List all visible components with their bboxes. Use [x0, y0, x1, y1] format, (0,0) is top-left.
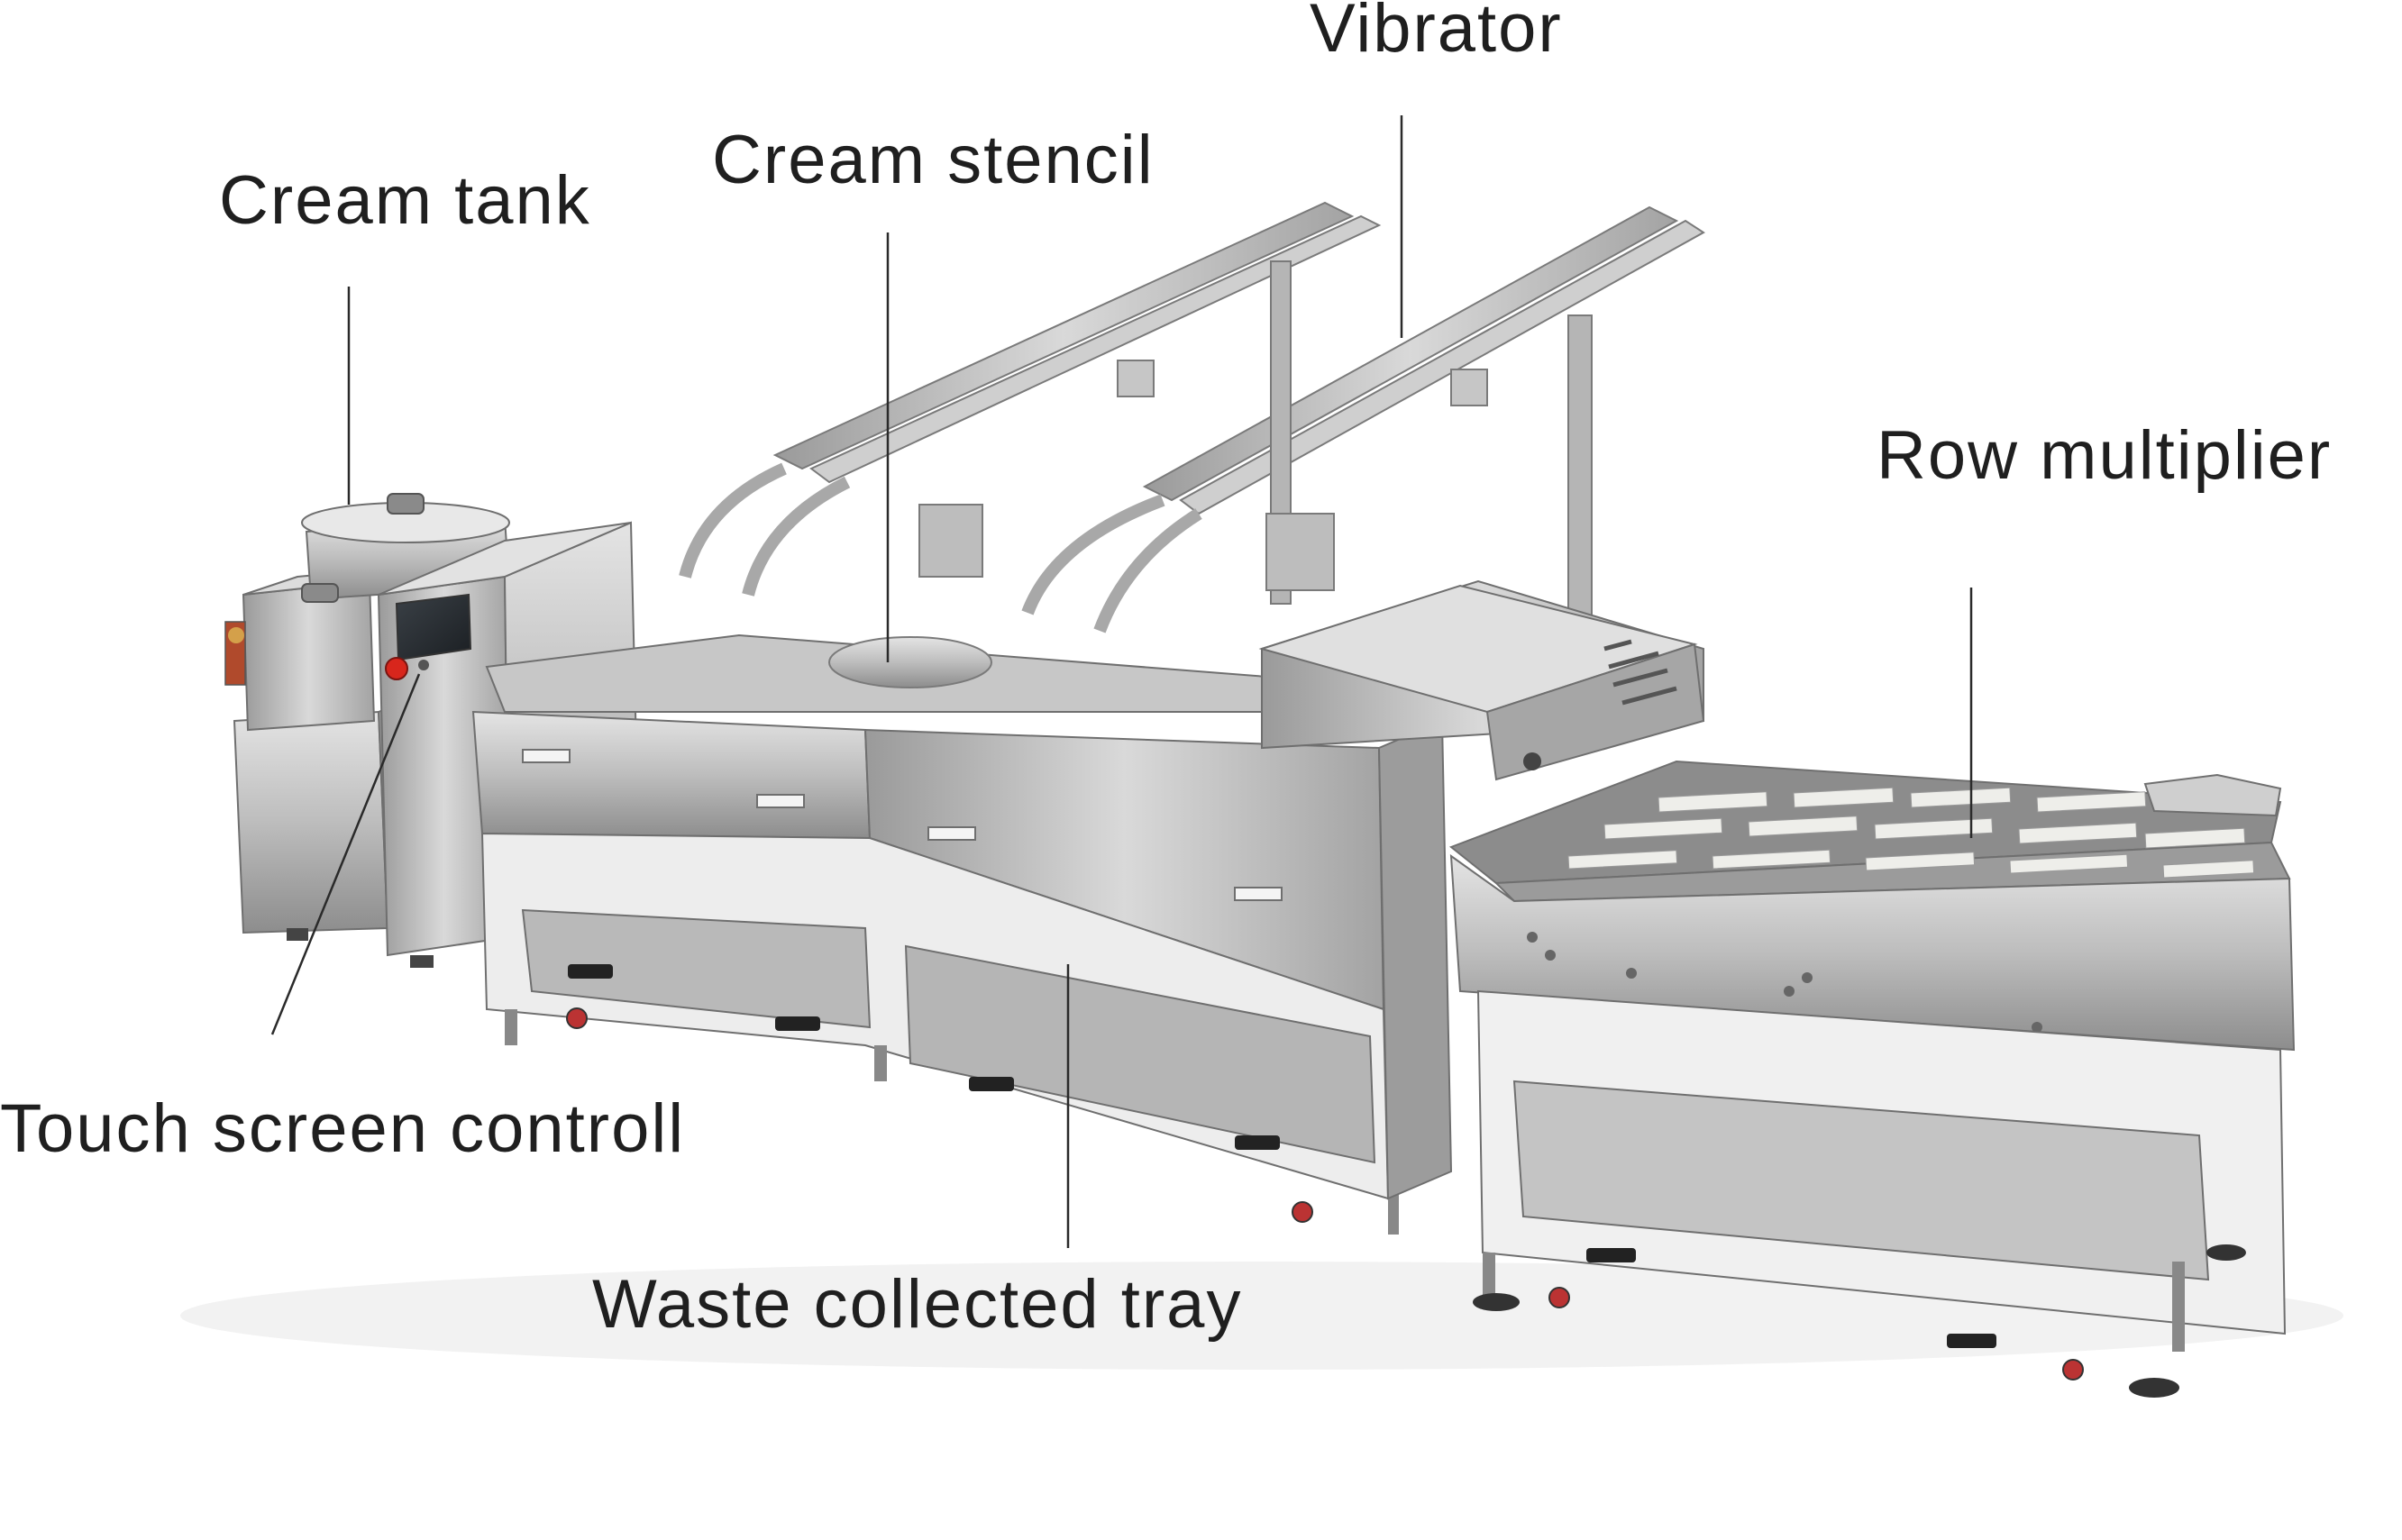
label-waste-tray: Waste collected tray: [592, 1266, 1243, 1343]
row-multiplier-side-panel: [1449, 853, 2296, 1052]
waste-tray-right: [904, 944, 1376, 1164]
label-cream-tank: Cream tank: [219, 162, 591, 239]
leader-touch-screen: [270, 673, 421, 1035]
row-multiplier-shelf: [1512, 1080, 2210, 1281]
vent-slots-icon: [1603, 639, 1677, 706]
emergency-stop-icon: [385, 657, 408, 680]
hopper-assembly: [679, 201, 1705, 688]
cream-stencil-roller: [828, 636, 992, 688]
biscuit-rows: [1567, 787, 2255, 879]
label-cream-stencil: Cream stencil: [712, 122, 1155, 198]
row-multiplier: [1449, 760, 2296, 1398]
vibrator-housing: [1258, 579, 1705, 781]
waste-tray-left: [521, 908, 872, 1029]
floor-shadow: [180, 1262, 2343, 1370]
label-touch-screen: Touch screen controll: [0, 1090, 686, 1167]
main-body: [471, 633, 1453, 1235]
touch-screen-panel: [395, 593, 472, 661]
front-drawer-left: [471, 710, 872, 840]
label-row-multiplier: Row multiplier: [1877, 417, 2333, 494]
label-vibrator: Vibrator: [1310, 0, 1563, 67]
